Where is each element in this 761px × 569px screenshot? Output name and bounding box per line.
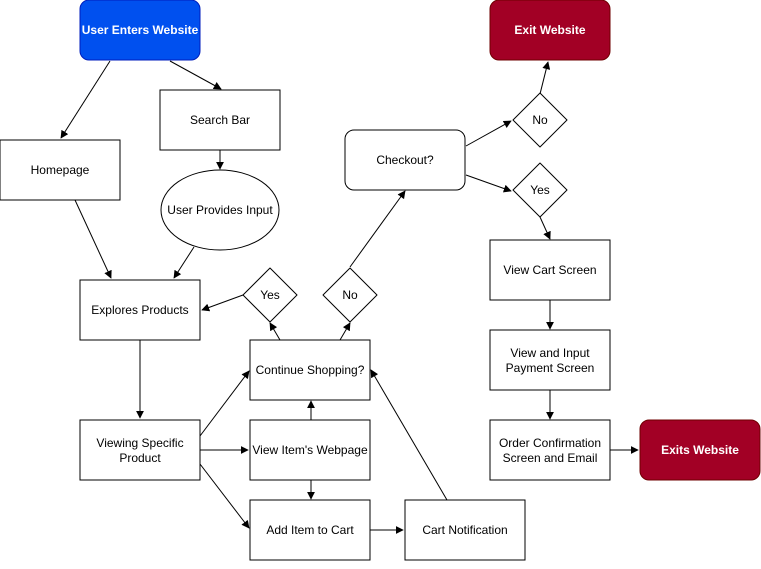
cart-notif-shape	[404, 499, 526, 561]
checkout-shape	[344, 129, 466, 191]
edge-homepage-explores	[74, 199, 112, 279]
checkout-label: Checkout?	[376, 153, 434, 167]
yes-left-shape	[242, 267, 298, 323]
edge-input-explores	[173, 246, 195, 279]
payment-label-line2: Payment Screen	[506, 361, 595, 375]
edge-checkout-yes	[465, 174, 512, 193]
node-add-item-to-cart: Add Item to Cart	[249, 499, 371, 561]
node-no-top: No	[512, 92, 568, 148]
cart-notif-label: Cart Notification	[422, 523, 507, 537]
user-input-shape	[160, 169, 280, 251]
order-conf-shape	[489, 419, 611, 481]
node-homepage: Homepage	[0, 139, 121, 201]
yes-right-shape	[512, 162, 568, 218]
view-item-label: View Item's Webpage	[252, 443, 368, 457]
node-continue-shopping: Continue Shopping?	[249, 339, 371, 401]
edge-no-checkout	[349, 190, 406, 268]
view-cart-shape	[489, 239, 611, 301]
no-top-label: No	[532, 113, 548, 127]
homepage-shape	[0, 139, 121, 201]
node-cart-notification: Cart Notification	[404, 499, 526, 561]
view-item-shape	[249, 419, 371, 481]
exits-label: Exits Website	[661, 443, 739, 457]
node-checkout: Checkout?	[344, 129, 466, 191]
search-bar-shape	[159, 89, 281, 151]
node-view-item-webpage: View Item's Webpage	[249, 419, 371, 481]
edge-yes-explores	[201, 294, 244, 312]
payment-shape	[489, 329, 611, 391]
edge-viewing-additem	[199, 463, 250, 529]
node-user-provides-input: User Provides Input	[160, 169, 280, 251]
edge-cartnotif-continue	[370, 369, 448, 501]
edge-no-exit	[539, 61, 551, 95]
node-view-cart-screen: View Cart Screen	[489, 239, 611, 301]
start-shape	[79, 0, 201, 61]
explores-label: Explores Products	[91, 303, 188, 317]
order-conf-label-line2: Screen and Email	[503, 451, 598, 465]
homepage-label: Homepage	[31, 163, 90, 177]
node-order-confirmation: Order Confirmation Screen and Email	[489, 419, 611, 481]
node-yes-right: Yes	[512, 162, 568, 218]
edge-viewing-continue	[199, 370, 250, 437]
edge-start-homepage	[60, 60, 111, 139]
add-item-label: Add Item to Cart	[266, 523, 354, 537]
viewing-label-line2: Product	[119, 451, 161, 465]
no-mid-shape	[322, 267, 378, 323]
exits-shape	[639, 419, 761, 481]
search-bar-label: Search Bar	[190, 113, 250, 127]
node-yes-left: Yes	[242, 267, 298, 323]
continue-shape	[249, 339, 371, 401]
edge-yes-viewcart	[539, 216, 551, 240]
node-viewing-specific-product: Viewing Specific Product	[79, 419, 201, 481]
no-mid-label: No	[342, 288, 358, 302]
edge-continue-no	[339, 322, 351, 341]
exit-shape	[489, 0, 611, 61]
node-payment-screen: View and Input Payment Screen	[489, 329, 611, 391]
edge-start-searchbar	[169, 60, 222, 90]
no-top-shape	[512, 92, 568, 148]
edges	[60, 60, 639, 534]
user-input-label: User Provides Input	[167, 203, 273, 217]
viewing-shape	[79, 419, 201, 481]
continue-label: Continue Shopping?	[256, 363, 365, 377]
payment-label-line1: View and Input	[510, 346, 590, 360]
exit-label: Exit Website	[514, 23, 585, 37]
yes-right-label: Yes	[530, 183, 550, 197]
node-exits-website: Exits Website	[639, 419, 761, 481]
node-user-enters-website: User Enters Website	[79, 0, 201, 61]
explores-shape	[79, 279, 201, 341]
viewing-label-line1: Viewing Specific	[96, 436, 183, 450]
edge-checkout-no	[465, 120, 512, 147]
node-search-bar: Search Bar	[159, 89, 281, 151]
start-label: User Enters Website	[82, 23, 199, 37]
edge-continue-yes	[269, 322, 281, 341]
node-explores-products: Explores Products	[79, 279, 201, 341]
node-exit-website: Exit Website	[489, 0, 611, 61]
add-item-shape	[249, 499, 371, 561]
yes-left-label: Yes	[260, 288, 280, 302]
node-no-mid: No	[322, 267, 378, 323]
order-conf-label-line1: Order Confirmation	[499, 436, 601, 450]
view-cart-label: View Cart Screen	[503, 263, 596, 277]
